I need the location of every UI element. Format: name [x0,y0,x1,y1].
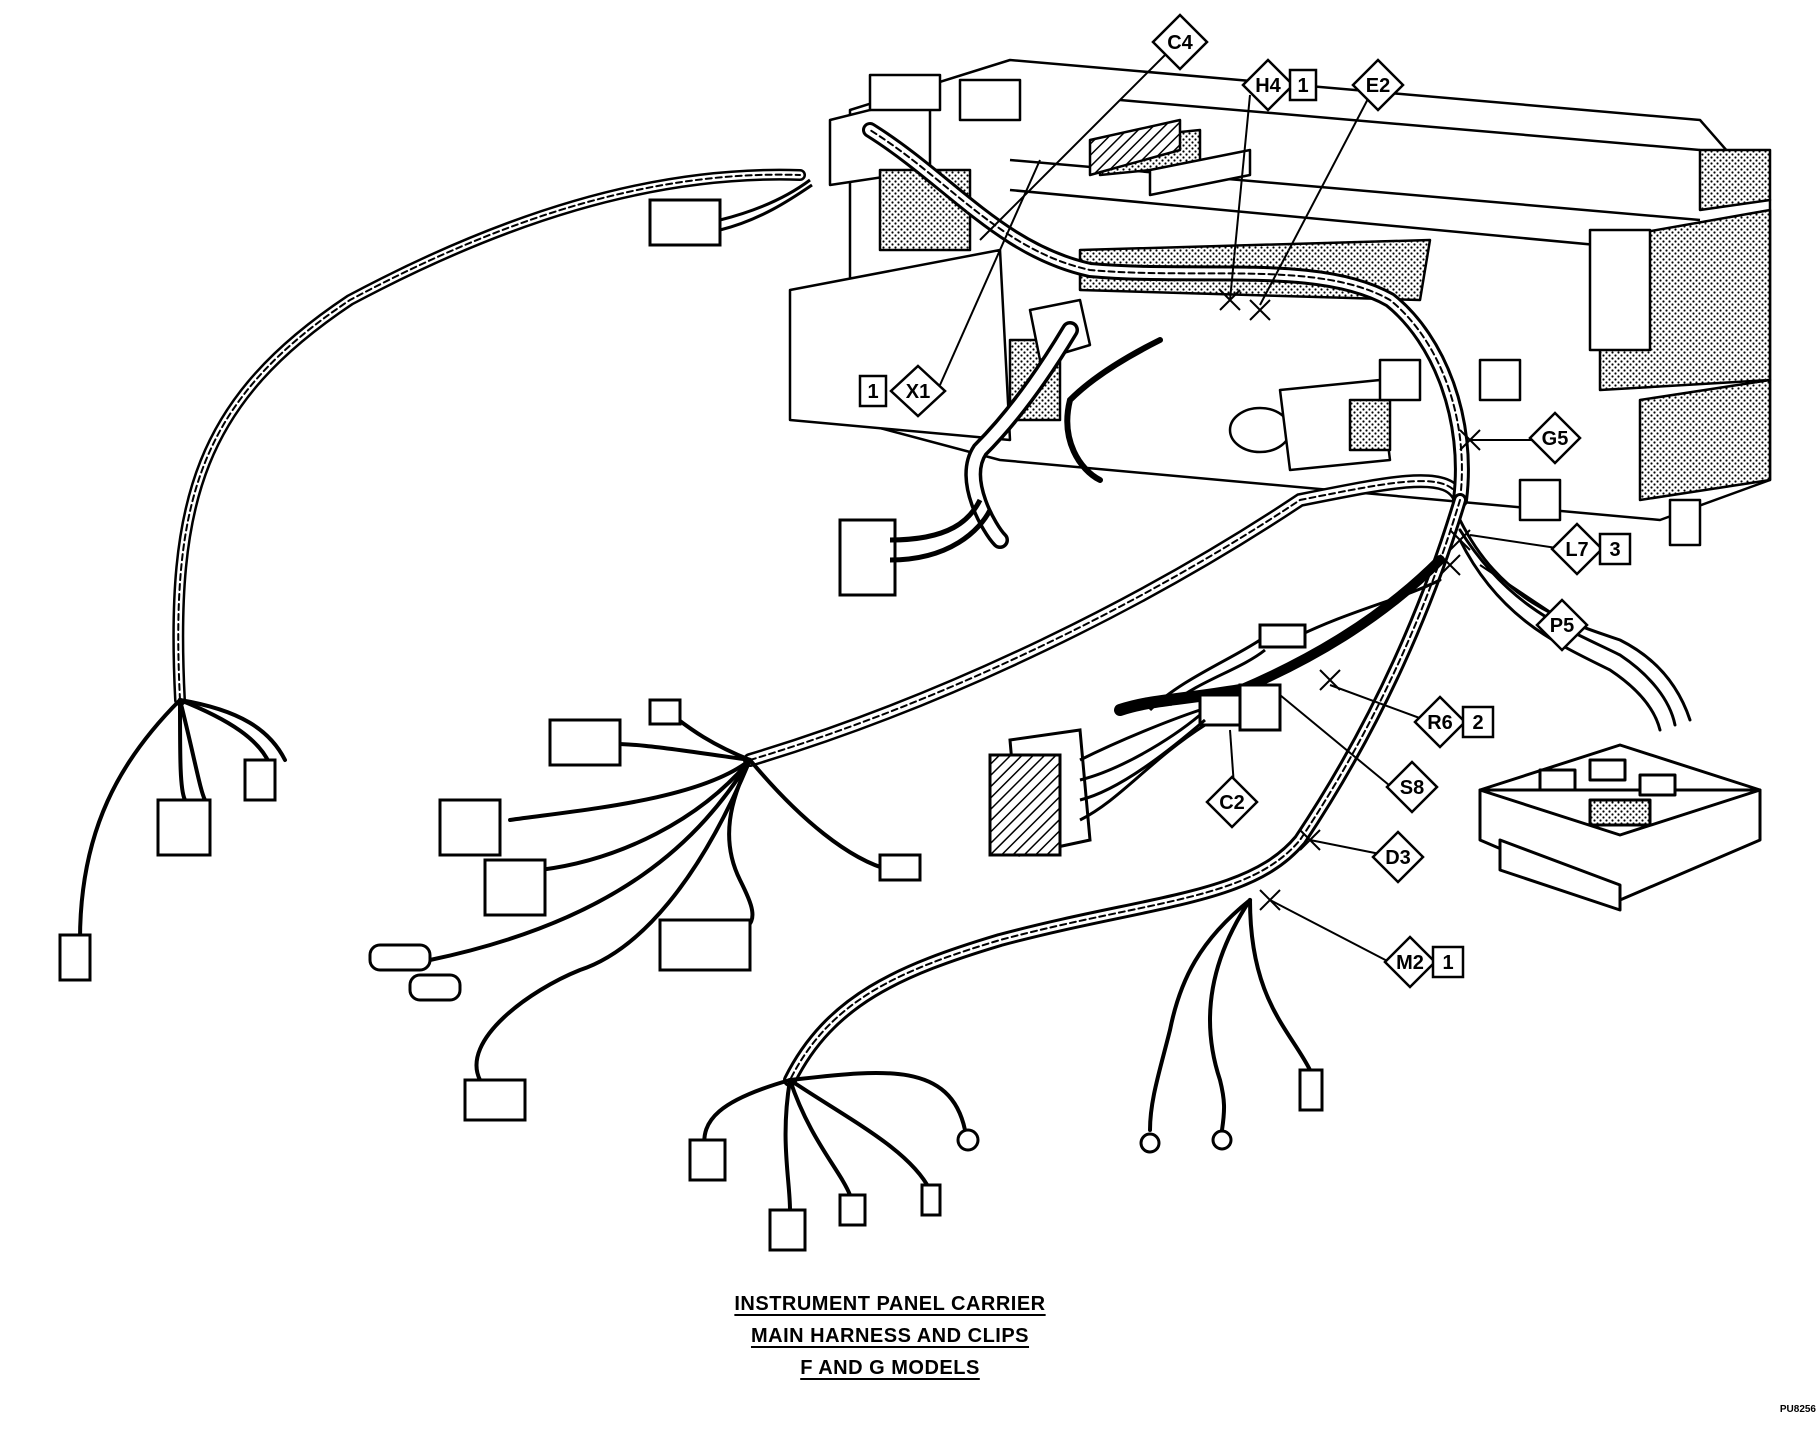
bottom-breakout-wires [702,898,1312,1212]
callout-e2-code: E2 [1366,75,1390,97]
callout-c4-code: C4 [1167,32,1193,54]
callout-m2: M2 1 [1383,935,1465,989]
callout-leaders [939,49,1571,966]
callout-g5-code: G5 [1542,428,1569,450]
callout-r6: R6 2 [1413,695,1495,749]
callout-r6-number: 2 [1472,712,1483,734]
callout-l7-number: 3 [1609,539,1620,561]
callout-p5: P5 [1535,598,1589,652]
callout-e2: E2 [1351,58,1405,112]
left-connectors [58,758,277,982]
callout-r6-code: R6 [1427,712,1453,734]
fuse-block [1478,743,1762,912]
caption-line-2: MAIN HARNESS AND CLIPS [750,1325,1030,1347]
callout-s8-code: S8 [1400,777,1424,799]
callout-m2-number: 1 [1442,952,1453,974]
callout-s8: S8 [1385,760,1439,814]
callout-h4-code: H4 [1255,75,1281,97]
callout-p5-code: P5 [1550,615,1574,637]
callout-d3-code: D3 [1385,847,1411,869]
mid-left-connectors [368,698,922,1122]
diagram-caption: INSTRUMENT PANEL CARRIER MAIN HARNESS AN… [660,1288,1120,1384]
callout-h4: H4 1 [1241,58,1318,112]
callout-h4-number: 1 [1297,75,1308,97]
upper-connectors [648,178,993,597]
harness-clip-marks [1219,289,1481,911]
large-connector-wires [1079,638,1266,822]
callout-x1-number: 1 [867,381,878,403]
callout-g5: G5 [1528,411,1582,465]
callout-l7-code: L7 [1565,539,1588,561]
drawing-code: PU8256 [1779,1404,1816,1415]
callout-c2: C2 [1205,775,1259,829]
instrument-panel-carrier [788,58,1772,547]
caption-line-3: F AND G MODELS [800,1357,980,1379]
caption-line-1: INSTRUMENT PANEL CARRIER [734,1293,1046,1315]
callout-d3: D3 [1371,830,1425,884]
left-breakout-wires [78,698,287,942]
callout-x1-code: X1 [906,381,930,403]
callout-m2-code: M2 [1396,952,1424,974]
harness-trunks [172,122,1692,1087]
bottom-connectors [688,1068,1324,1252]
large-connector-block [988,623,1307,857]
callout-x1: 1 X1 [858,364,947,418]
callout-c4: C4 [1151,13,1209,71]
callout-c2-code: C2 [1219,792,1245,814]
callout-l7: L7 3 [1550,522,1632,576]
